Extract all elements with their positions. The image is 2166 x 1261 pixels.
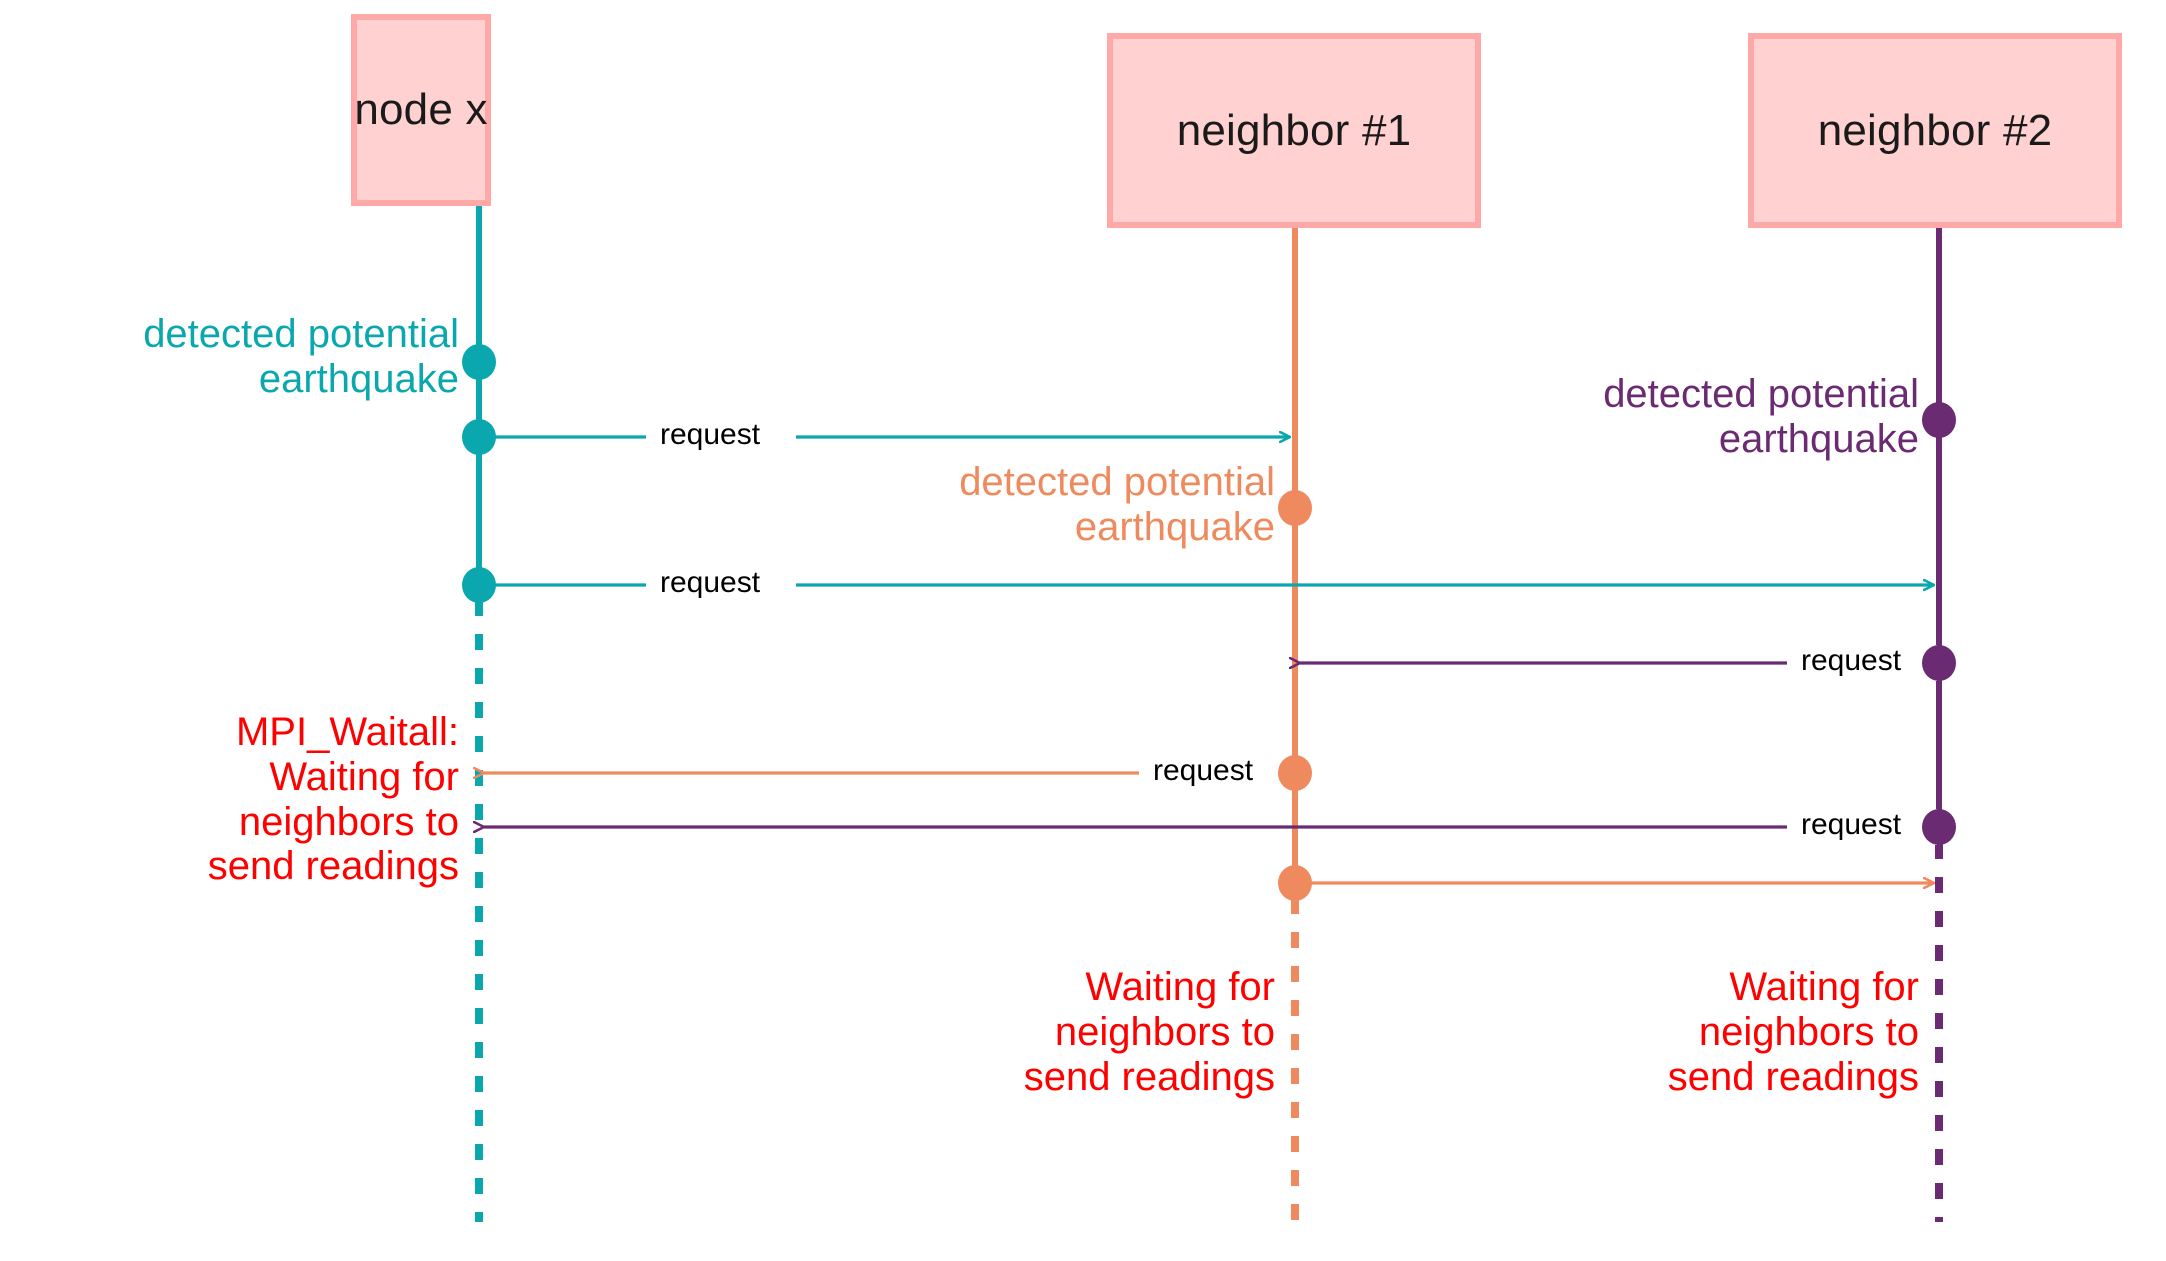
participant-label-neighbor_1: neighbor #1 [1176, 105, 1412, 155]
event-dot-ev-n1-req-out[interactable] [1278, 755, 1312, 791]
note-note-n2-waiting: Waiting for neighbors to send readings [1667, 965, 1919, 1099]
note-note-n2-detected: detected potential earthquake [1603, 372, 1919, 461]
event-dot-ev-n2-detect[interactable] [1922, 402, 1956, 438]
event-dot-ev-nodex-req2[interactable] [462, 567, 496, 603]
participant-label-node_x: node x [354, 85, 488, 134]
message-label-msg-3: request [1801, 644, 1902, 677]
participant-box-node_x[interactable]: node x [351, 14, 491, 206]
note-note-n1-detected: detected potential earthquake [959, 460, 1275, 549]
note-note-nodex-detected: detected potential earthquake [143, 312, 459, 401]
event-dot-ev-n2-req2[interactable] [1922, 809, 1956, 845]
note-note-nodex-waitall: MPI_Waitall: Waiting for neighbors to se… [207, 710, 459, 889]
participant-box-neighbor_1[interactable]: neighbor #1 [1107, 33, 1481, 228]
message-label-msg-5: request [1801, 808, 1902, 841]
event-dot-ev-n2-req1[interactable] [1922, 645, 1956, 681]
participant-label-neighbor_2: neighbor #2 [1817, 105, 2053, 155]
event-dot-ev-n1-req-out2[interactable] [1278, 865, 1312, 901]
event-dot-ev-n1-detect[interactable] [1278, 490, 1312, 526]
note-note-n1-waiting: Waiting for neighbors to send readings [1023, 965, 1275, 1099]
message-label-msg-2: request [660, 566, 761, 599]
event-dot-ev-nodex-req1[interactable] [462, 419, 496, 455]
event-dot-ev-nodex-detect[interactable] [462, 344, 496, 380]
message-label-msg-1: request [660, 418, 761, 451]
participant-box-neighbor_2[interactable]: neighbor #2 [1748, 33, 2122, 228]
message-label-msg-4: request [1153, 754, 1254, 787]
